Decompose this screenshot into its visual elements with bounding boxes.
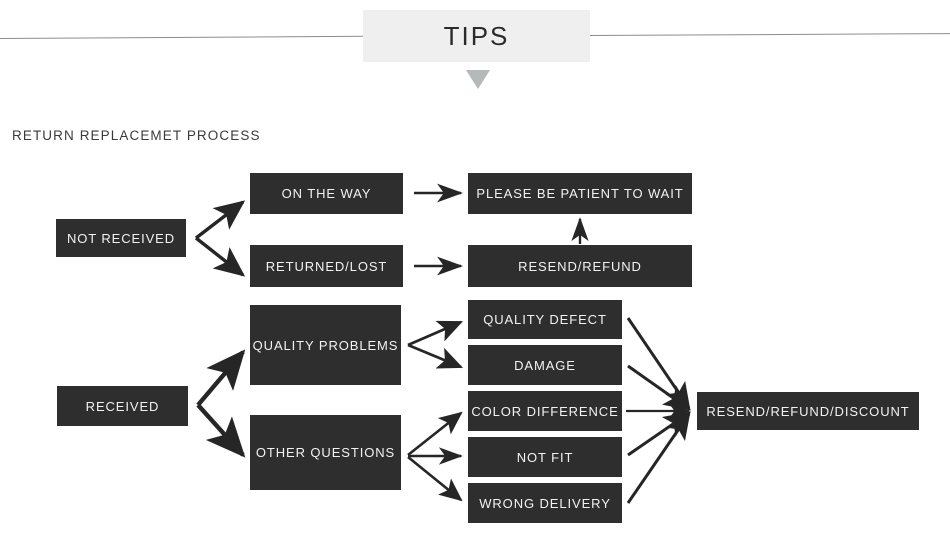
triangle-down-icon — [466, 70, 490, 89]
node-damage[interactable]: DAMAGE — [468, 345, 622, 385]
edge-other-questions-to-wrong-delivery — [407, 455, 463, 502]
node-label: DAMAGE — [514, 357, 576, 373]
node-please-be-patient-to-wait[interactable]: PLEASE BE PATIENT TO WAIT — [468, 173, 692, 214]
node-label: ON THE WAY — [281, 186, 372, 201]
node-color-difference[interactable]: COLOR DIFFERENCE — [468, 391, 622, 431]
node-quality-problems[interactable]: QUALITY PROBLEMS — [250, 305, 401, 385]
node-other-questions[interactable]: OTHER QUESTIONS — [250, 415, 401, 490]
node-label: OTHER QUESTIONS — [255, 445, 396, 460]
node-label: RECEIVED — [85, 398, 160, 414]
node-received[interactable]: RECEIVED — [57, 386, 188, 426]
node-resend-refund-discount[interactable]: RESEND/REFUND/DISCOUNT — [697, 392, 919, 430]
node-label: RETURNED/LOST — [265, 258, 388, 274]
edge-wrong-delivery-to-resend-refund-discount — [626, 412, 691, 504]
node-label: RESEND/REFUND — [518, 258, 642, 274]
tips-label: TIPS — [443, 20, 510, 51]
node-label: QUALITY PROBLEMS — [252, 337, 399, 353]
node-label: COLOR DIFFERENCE — [471, 403, 619, 419]
edge-damage-to-resend-refund-discount — [627, 364, 691, 411]
edge-quality-defect-to-resend-refund-discount — [626, 317, 691, 410]
header-rule-right — [587, 33, 950, 36]
edge-received-to-other-questions — [196, 403, 246, 458]
edge-quality-problems-to-damage — [407, 343, 464, 369]
node-not-fit[interactable]: NOT FIT — [468, 437, 622, 477]
edge-not-received-to-on-the-way — [194, 200, 246, 240]
edge-quality-problems-to-quality-defect — [407, 320, 464, 347]
node-label: QUALITY DEFECT — [483, 312, 607, 327]
edge-not-fit-to-resend-refund-discount — [627, 411, 691, 457]
node-quality-defect[interactable]: QUALITY DEFECT — [468, 300, 622, 339]
node-resend-refund[interactable]: RESEND/REFUND — [468, 245, 692, 287]
node-on-the-way[interactable]: ON THE WAY — [250, 173, 403, 214]
edge-received-to-quality-problems — [196, 349, 246, 407]
node-label: PLEASE BE PATIENT TO WAIT — [476, 186, 684, 201]
edge-not-received-to-returned-lost — [194, 236, 246, 277]
node-label: NOT RECEIVED — [66, 230, 176, 246]
edge-other-questions-to-color-difference — [407, 411, 463, 457]
tips-header-band: TIPS — [0, 0, 950, 100]
header-rule-left — [0, 35, 366, 39]
node-label: NOT FIT — [516, 449, 574, 465]
node-label: RESEND/REFUND/DISCOUNT — [706, 403, 910, 419]
node-not-received[interactable]: NOT RECEIVED — [56, 219, 186, 257]
node-label: WRONG DELIVERY — [479, 495, 611, 511]
node-wrong-delivery[interactable]: WRONG DELIVERY — [468, 483, 622, 523]
tips-banner: TIPS — [363, 10, 590, 62]
page-title: RETURN REPLACEMET PROCESS — [12, 128, 261, 143]
node-returned-lost[interactable]: RETURNED/LOST — [250, 245, 403, 287]
